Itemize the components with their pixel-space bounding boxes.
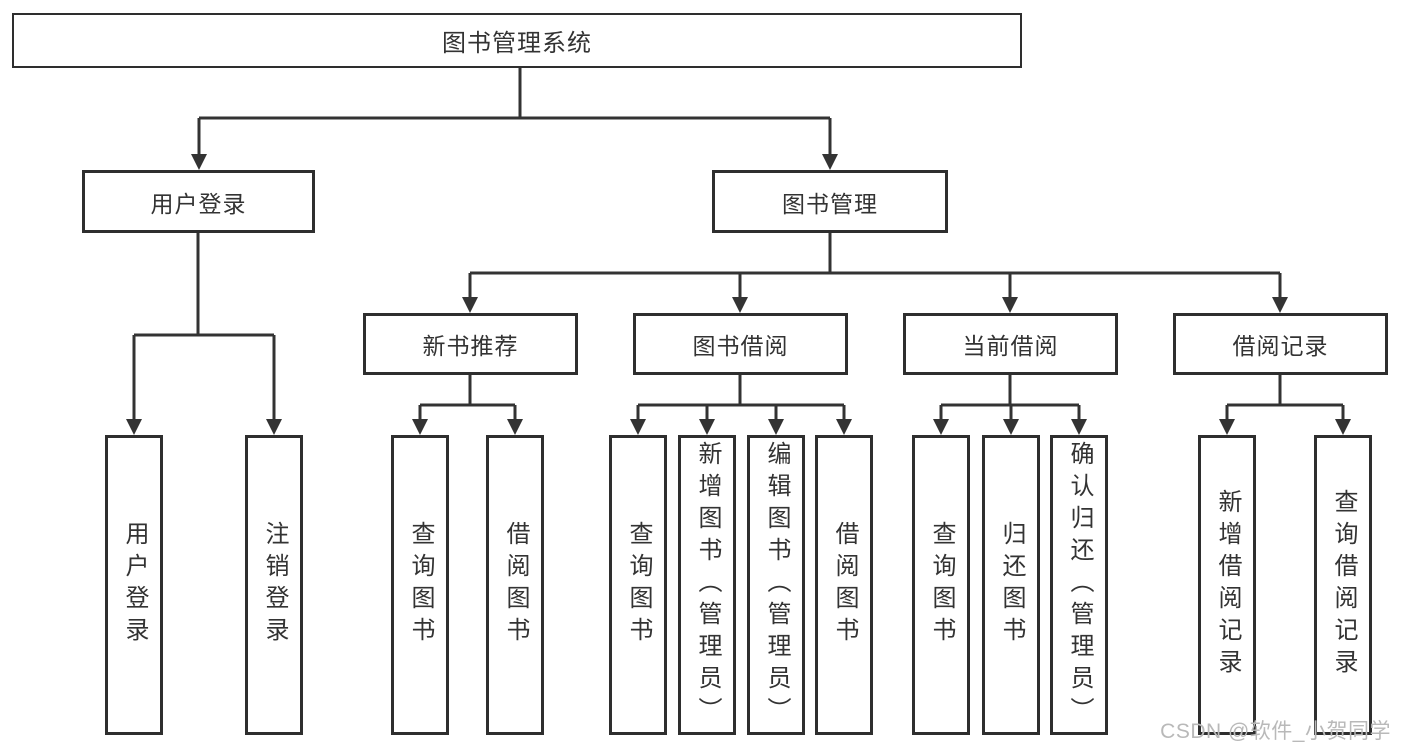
node-edit-books-admin: 编辑图书（管理员） bbox=[747, 435, 805, 735]
node-borrow-books-recommend: 借阅图书 bbox=[486, 435, 544, 735]
node-confirm-return-admin: 确认归还（管理员） bbox=[1050, 435, 1108, 735]
node-book-management: 图书管理 bbox=[712, 170, 948, 233]
node-query-books-borrowing: 查询图书 bbox=[609, 435, 667, 735]
node-user-login-leaf: 用户登录 bbox=[105, 435, 163, 735]
node-query-books-current: 查询图书 bbox=[912, 435, 970, 735]
node-borrowing-records: 借阅记录 bbox=[1173, 313, 1388, 375]
node-label: 借阅图书 bbox=[831, 521, 858, 649]
node-add-books-admin: 新增图书（管理员） bbox=[678, 435, 736, 735]
node-new-book-recommend: 新书推荐 bbox=[363, 313, 578, 375]
node-book-borrowing: 图书借阅 bbox=[633, 313, 848, 375]
node-label: 查询图书 bbox=[407, 521, 434, 649]
node-label: 借阅图书 bbox=[502, 521, 529, 649]
node-query-books-recommend: 查询图书 bbox=[391, 435, 449, 735]
node-label: 查询图书 bbox=[928, 521, 955, 649]
node-label: 新增借阅记录 bbox=[1214, 489, 1241, 681]
csdn-watermark: CSDN @软件_小贺同学 bbox=[1160, 720, 1391, 743]
node-label: 查询借阅记录 bbox=[1330, 489, 1357, 681]
node-query-borrow-record: 查询借阅记录 bbox=[1314, 435, 1372, 735]
node-label: 注销登录 bbox=[261, 521, 288, 649]
node-borrow-books-leaf: 借阅图书 bbox=[815, 435, 873, 735]
node-return-books: 归还图书 bbox=[982, 435, 1040, 735]
node-label: 新增图书（管理员） bbox=[694, 441, 721, 729]
node-add-borrow-record: 新增借阅记录 bbox=[1198, 435, 1256, 735]
node-label: 用户登录 bbox=[121, 521, 148, 649]
node-label: 确认归还（管理员） bbox=[1066, 441, 1093, 729]
node-logout-leaf: 注销登录 bbox=[245, 435, 303, 735]
node-label: 查询图书 bbox=[625, 521, 652, 649]
node-current-borrowing: 当前借阅 bbox=[903, 313, 1118, 375]
node-label: 归还图书 bbox=[998, 521, 1025, 649]
node-label: 编辑图书（管理员） bbox=[763, 441, 790, 729]
node-user-login: 用户登录 bbox=[82, 170, 315, 233]
node-library-system: 图书管理系统 bbox=[12, 13, 1022, 68]
